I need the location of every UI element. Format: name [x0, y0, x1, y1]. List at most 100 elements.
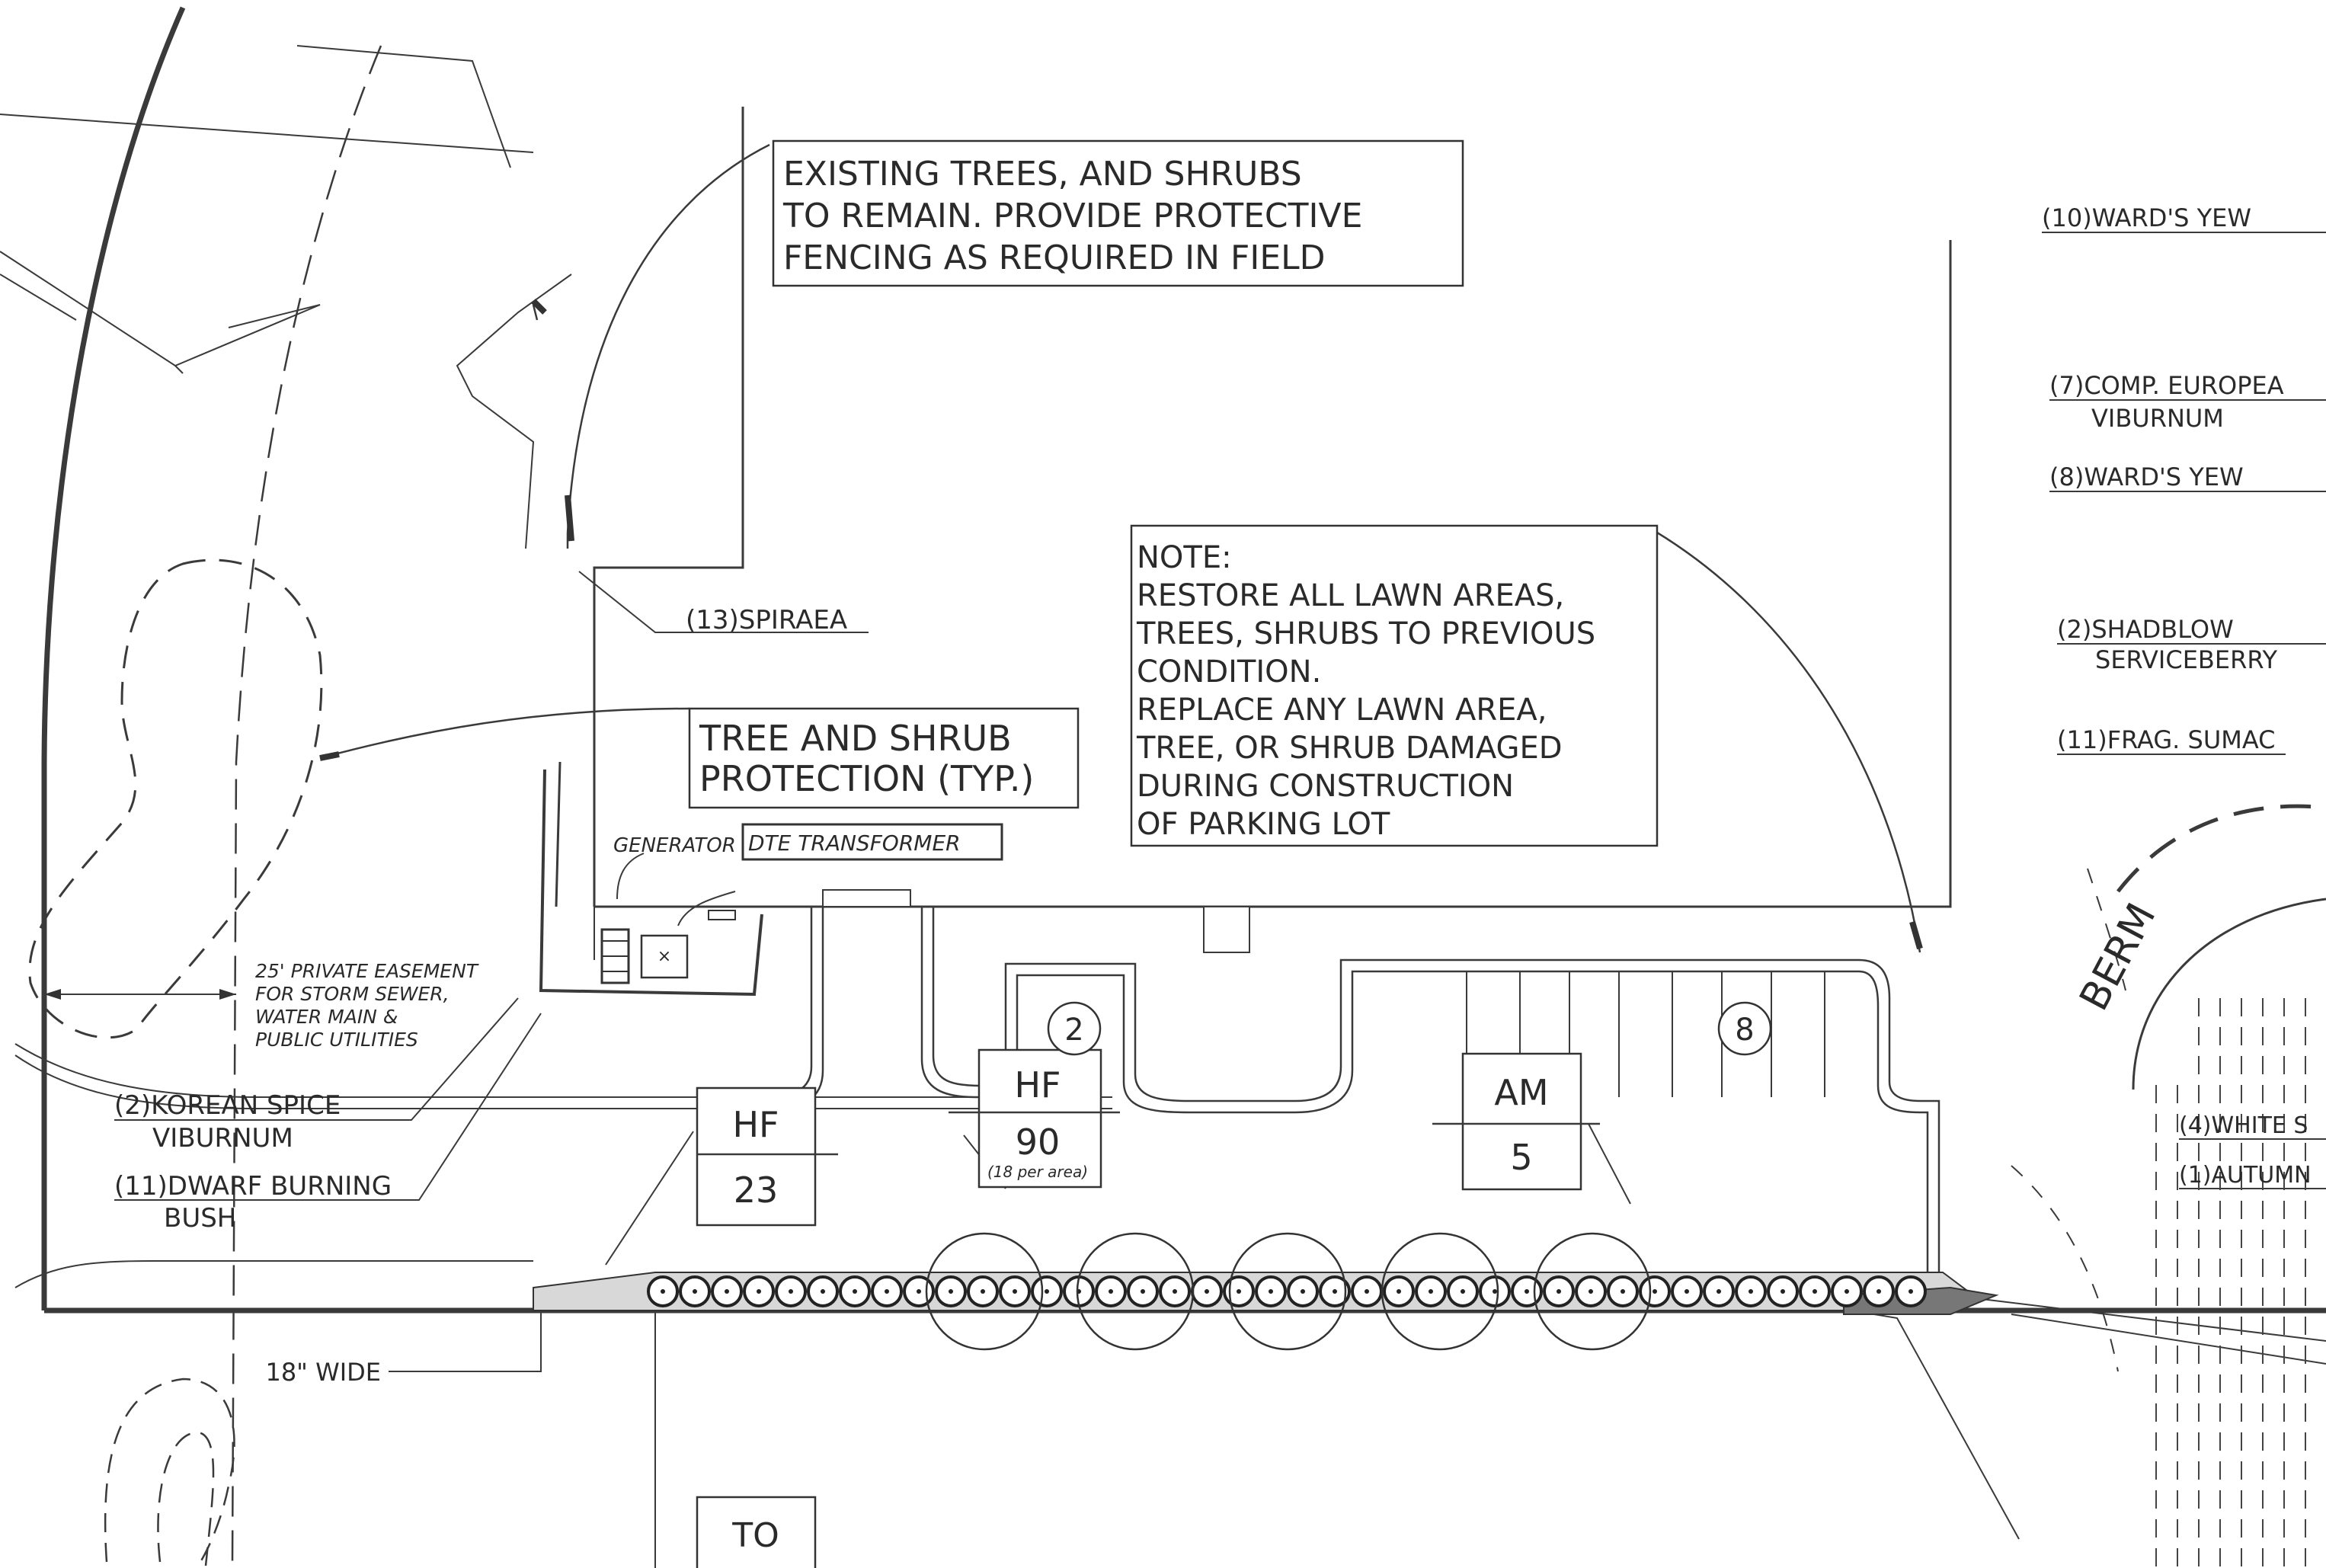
shrub-center: [1844, 1289, 1849, 1294]
shrub-center: [1461, 1289, 1465, 1294]
shrub-center: [661, 1289, 665, 1294]
label-dwarf-burning: (11)DWARF BURNING: [114, 1171, 392, 1202]
tag-hf-23-code: HF: [732, 1104, 779, 1145]
label-dte-transformer: DTE TRANSFORMER: [748, 830, 961, 856]
easement-dimension: [44, 989, 236, 1000]
note-existing-trees: EXISTING TREES, AND SHRUBS TO REMAIN. PR…: [772, 139, 1464, 287]
shrub-center: [1301, 1289, 1305, 1294]
shrub-center: [1525, 1289, 1529, 1294]
shrub-center: [949, 1289, 953, 1294]
tag-hf-90: HF 90 (18 per area): [949, 1048, 1120, 1189]
tag-to-label: TO: [731, 1516, 779, 1555]
shrub-center: [1748, 1289, 1753, 1294]
shrub-center: [1141, 1289, 1145, 1294]
note-restore-line-6: TREE, OR SHRUB DAMAGED: [1136, 731, 1563, 766]
note-restore-line-8: OF PARKING LOT: [1137, 807, 1390, 842]
note-easement-line-4: PUBLIC UTILITIES: [255, 1029, 418, 1051]
marker-circle-8: 8: [1717, 1001, 1772, 1056]
label-korean-spice: (2)KOREAN SPICE: [114, 1090, 341, 1121]
legend-shadblow-2: SERVICEBERRY: [2095, 645, 2278, 674]
shrub-center: [1621, 1289, 1625, 1294]
note-existing-trees-line-1: EXISTING TREES, AND SHRUBS: [783, 155, 1302, 194]
shrub-center: [917, 1289, 921, 1294]
shrub-center: [757, 1289, 761, 1294]
shrub-center: [1173, 1289, 1177, 1294]
label-18-wide: 18" WIDE: [265, 1358, 381, 1387]
tag-to: TO: [696, 1496, 817, 1568]
shrub-center: [1685, 1289, 1689, 1294]
note-easement-line-3: WATER MAIN &: [255, 1006, 398, 1028]
label-berm: BERM: [2072, 896, 2165, 1018]
shrub-center: [1045, 1289, 1049, 1294]
tag-am-5-code: AM: [1494, 1072, 1548, 1113]
tree-symbol: [1228, 1232, 1347, 1351]
shrub-center: [1780, 1289, 1785, 1294]
tree-symbol: [1076, 1232, 1195, 1351]
building-outline: [593, 107, 1952, 953]
right-legend: (10)WARD'S YEW (7)COMP. EUROPEA VIBURNUM…: [2042, 203, 2312, 1189]
note-easement-line-1: 25' PRIVATE EASEMENT: [255, 960, 479, 982]
shrub-center: [981, 1289, 985, 1294]
tree-row: [925, 1232, 1652, 1351]
tag-hf-90-code: HF: [1014, 1064, 1061, 1106]
note-restore-line-1: NOTE:: [1137, 540, 1232, 575]
shrub-center: [1237, 1289, 1241, 1294]
tag-hf-23-qty: 23: [734, 1170, 779, 1211]
note-restore-line-2: RESTORE ALL LAWN AREAS,: [1137, 578, 1564, 613]
shrub-center: [1812, 1289, 1817, 1294]
legend-shadblow: (2)SHADBLOW: [2057, 615, 2234, 644]
note-restore-line-5: REPLACE ANY LAWN AREA,: [1137, 693, 1547, 728]
legend-comp-european-2: VIBURNUM: [2091, 404, 2224, 433]
marker-circle-2: 2: [1047, 1001, 1102, 1056]
upper-left-lot-lines: [0, 45, 572, 549]
note-easement-line-2: FOR STORM SEWER,: [255, 983, 450, 1005]
note-restore: NOTE: RESTORE ALL LAWN AREAS, TREES, SHR…: [1130, 524, 1659, 847]
legend-autumn: (1)AUTUMN: [2179, 1162, 2312, 1189]
note-restore-line-7: DURING CONSTRUCTION: [1137, 769, 1514, 804]
note-tree-protection-line-1: TREE AND SHRUB: [699, 718, 1012, 759]
shrub-center: [853, 1289, 857, 1294]
shrub-center: [1908, 1289, 1913, 1294]
shrub-center: [693, 1289, 697, 1294]
shrub-center: [1429, 1289, 1433, 1294]
legend-wards-yew-8: (8)WARD'S YEW: [2049, 462, 2244, 491]
label-spiraea: (13)SPIRAEA: [686, 605, 847, 635]
shrub-center: [1365, 1289, 1369, 1294]
generator-transformer-enclosure: ×: [539, 761, 763, 997]
marker-circle-2-label: 2: [1064, 1013, 1083, 1048]
shrub-center: [1205, 1289, 1209, 1294]
note-existing-trees-line-3: FENCING AS REQUIRED IN FIELD: [783, 238, 1326, 277]
shrub-center: [1876, 1289, 1881, 1294]
legend-white: (4)WHITE S: [2179, 1112, 2308, 1139]
legend-comp-european: (7)COMP. EUROPEA: [2049, 371, 2284, 400]
dashed-contour-lower-left: [104, 1378, 235, 1566]
note-tree-protection: TREE AND SHRUB PROTECTION (TYP.): [688, 707, 1080, 809]
marker-circle-8-label: 8: [1735, 1013, 1754, 1048]
right-legend-underlines: [2042, 232, 2326, 1189]
shrub-center: [1557, 1289, 1561, 1294]
note-restore-line-4: CONDITION.: [1137, 654, 1321, 690]
tree-symbol: [1533, 1232, 1652, 1351]
note-restore-line-3: TREES, SHRUBS TO PREVIOUS: [1136, 616, 1595, 651]
parking-lot: [769, 907, 1940, 1295]
shrub-center: [1589, 1289, 1593, 1294]
shrub-center: [1653, 1289, 1657, 1294]
shrub-center: [1269, 1289, 1273, 1294]
shrub-center: [885, 1289, 889, 1294]
shrub-center: [1333, 1289, 1337, 1294]
shrub-center: [1109, 1289, 1113, 1294]
shrub-center: [1717, 1289, 1721, 1294]
left-road-boundary: [14, 6, 1112, 1563]
legend-wards-yew-10: (10)WARD'S YEW: [2042, 203, 2251, 232]
label-korean-spice-2: VIBURNUM: [152, 1123, 293, 1154]
shrub-center: [821, 1289, 825, 1294]
berm-hatching: [2155, 998, 2306, 1566]
note-easement: 25' PRIVATE EASEMENT FOR STORM SEWER, WA…: [255, 960, 479, 1051]
dashed-tree-outline-left: [28, 558, 323, 1039]
tag-hf-90-note: (18 per area): [987, 1163, 1088, 1181]
legend-frag-sumac: (11)FRAG. SUMAC: [2057, 725, 2276, 754]
label-generator: GENERATOR: [613, 834, 736, 857]
parking-stall-lines: [1466, 971, 1825, 1097]
tag-am-5-qty: 5: [1510, 1137, 1532, 1178]
